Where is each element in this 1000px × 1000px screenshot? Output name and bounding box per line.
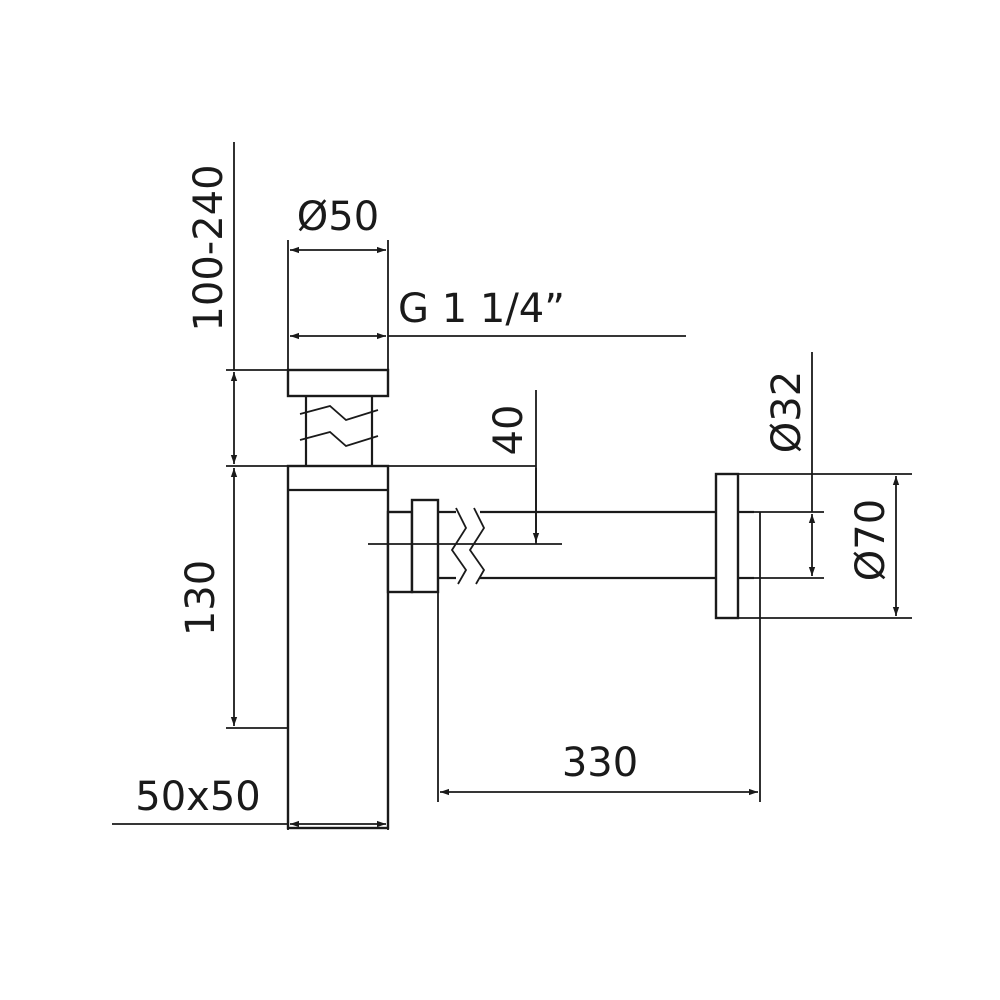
dimension-inlet-diameter: Ø50 [297, 194, 379, 240]
wall-flange [714, 472, 754, 620]
outlet-nut [386, 498, 440, 594]
dimension-thread: G 1 1/4” [398, 286, 565, 332]
dimension-pipe-diameter: Ø32 [764, 371, 810, 453]
dimension-body-height: 130 [178, 560, 224, 636]
extension-tube [299, 396, 379, 466]
dimension-arrows [230, 246, 900, 828]
dimension-depth: 40 [486, 405, 532, 456]
outlet-pipe [438, 507, 716, 585]
dimension-height-range: 100-240 [186, 164, 232, 331]
siphon-body [286, 464, 390, 830]
dimension-flange-diameter: Ø70 [848, 499, 894, 581]
drain-cap [286, 368, 390, 398]
dimension-body-section: 50x50 [135, 774, 260, 820]
dimension-horizontal-length: 330 [562, 740, 638, 786]
extension-lines [112, 142, 912, 830]
